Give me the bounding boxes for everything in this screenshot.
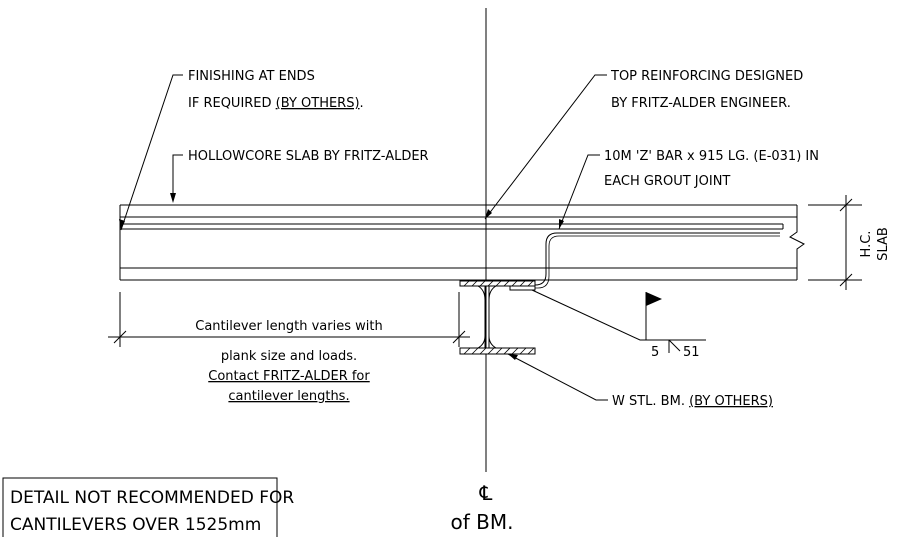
- warning-line1: DETAIL NOT RECOMMENDED FOR: [10, 488, 294, 508]
- hollowcore-note: HOLLOWCORE SLAB BY FRITZ-ALDER: [188, 149, 429, 164]
- z-bar-note-line2: EACH GROUT JOINT: [604, 174, 730, 189]
- finishing-note-line2: IF REQUIRED (BY OTHERS).: [188, 96, 364, 111]
- cantilever-note-line3: Contact FRITZ-ALDER for: [208, 369, 370, 384]
- top-reinforcing-note-line1: TOP REINFORCING DESIGNED: [610, 69, 803, 84]
- centerline-symbol: ℄: [479, 481, 493, 505]
- z-bar-note-line1: 10M 'Z' BAR x 915 LG. (E-031) IN: [604, 149, 819, 164]
- cantilever-note-line2: plank size and loads.: [221, 349, 357, 364]
- weld-length: 51: [683, 345, 700, 360]
- cantilever-dimension: [108, 292, 470, 347]
- steel-beam: [459, 280, 536, 355]
- cantilever-note-line4: cantilever lengths.: [228, 389, 349, 404]
- z-bar: [520, 232, 780, 286]
- finishing-note-line1: FINISHING AT ENDS: [188, 69, 315, 84]
- steel-beam-note: W STL. BM. (BY OTHERS): [612, 394, 773, 409]
- warning-line2: CANTILEVERS OVER 1525mm: [10, 515, 261, 535]
- slab-dimension: [808, 195, 862, 290]
- top-reinforcing-note-line2: BY FRITZ-ALDER ENGINEER.: [611, 96, 791, 111]
- centerline-label: of BM.: [451, 510, 514, 534]
- warning-box: DETAIL NOT RECOMMENDED FOR CANTILEVERS O…: [2, 477, 294, 537]
- hollowcore-slab: [119, 204, 805, 281]
- hc-label: H.C.: [859, 231, 874, 258]
- slab-label: SLAB: [876, 227, 891, 261]
- cantilever-note-line1: Cantilever length varies with: [195, 319, 382, 334]
- leader-lines: [119, 74, 706, 401]
- weld-size: 5: [651, 345, 659, 360]
